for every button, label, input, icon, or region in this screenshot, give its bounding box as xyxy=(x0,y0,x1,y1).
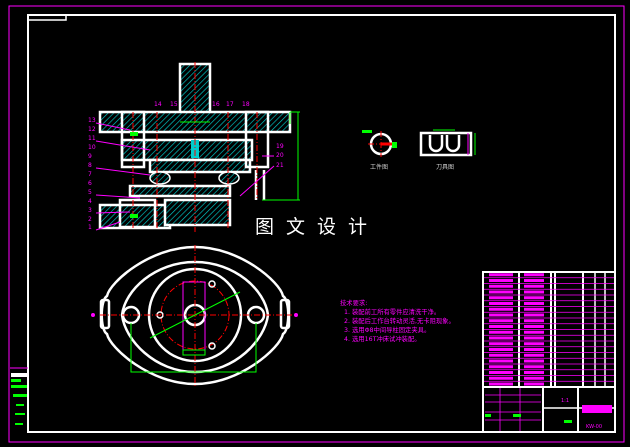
parts-list-cell xyxy=(489,290,513,294)
part-label: 21 xyxy=(276,162,284,169)
parts-list-cell xyxy=(524,319,544,323)
part-label: 15 xyxy=(170,101,178,108)
parts-list-cell xyxy=(489,330,513,334)
part-label: 13 xyxy=(88,117,96,124)
parts-list-cell xyxy=(489,302,513,305)
side-strip xyxy=(10,367,28,425)
parts-list-cell xyxy=(524,371,544,374)
requirements-title: 技术要求: xyxy=(340,298,367,307)
watermark-title: 图文设计 xyxy=(255,216,379,238)
tool-view xyxy=(419,129,476,157)
part-label: 20 xyxy=(276,152,284,159)
parts-list-cell xyxy=(524,279,544,282)
parts-list-cell xyxy=(524,325,544,328)
part-label: 2 xyxy=(88,216,92,223)
part-label: 4 xyxy=(88,198,92,205)
part-label: 11 xyxy=(88,135,96,142)
workpiece-view xyxy=(362,130,397,157)
parts-list-cell xyxy=(489,359,513,363)
parts-list-cell xyxy=(524,359,544,363)
parts-list-cell xyxy=(524,313,544,317)
part-label: 16 xyxy=(212,101,220,108)
parts-list-cell xyxy=(524,307,544,311)
part-label: 8 xyxy=(88,162,92,169)
parts-list-cell xyxy=(524,382,544,386)
parts-list-cell xyxy=(489,365,513,369)
parts-list-cell xyxy=(524,348,544,351)
parts-list-cell xyxy=(489,353,513,357)
outer-frame xyxy=(8,5,625,443)
part-label: 1 xyxy=(88,224,92,231)
parts-list-cell xyxy=(489,336,513,340)
part-labels: 13 12 11 10 9 8 7 6 5 4 3 2 1 14 15 16 1… xyxy=(88,101,284,231)
parts-list-cell xyxy=(489,279,513,282)
technical-requirements: 技术要求: 1. 装配前工所有零件应清洗干净。 2. 装配后工作台转动灵活,无卡… xyxy=(340,298,455,343)
requirement-item: 4. 选用16T冲床试冲装配。 xyxy=(344,334,421,343)
parts-list-cell xyxy=(524,342,544,346)
parts-list-cell xyxy=(489,371,513,374)
parts-list-cell xyxy=(524,376,544,380)
parts-list-cell xyxy=(524,290,544,294)
parts-list-cell xyxy=(524,336,544,340)
requirement-item: 3. 选用Φ8中间导柱固定夹具。 xyxy=(344,325,430,334)
part-label: 5 xyxy=(88,189,92,196)
part-label: 18 xyxy=(242,101,250,108)
scale-value: 1:1 xyxy=(561,398,569,404)
plan-view xyxy=(91,245,298,386)
parts-list-cell xyxy=(489,313,513,317)
part-label: 14 xyxy=(154,101,162,108)
parts-list-cell xyxy=(489,307,513,311)
parts-list-cell xyxy=(524,284,544,288)
part-label: 3 xyxy=(88,207,92,214)
parts-list-cell xyxy=(524,302,544,305)
part-label: 6 xyxy=(88,180,92,187)
parts-list-cell xyxy=(524,353,544,357)
title-block: 1:1 KW-00 xyxy=(482,386,616,433)
part-label: 12 xyxy=(88,126,96,133)
part-label: 17 xyxy=(226,101,234,108)
part-label: 9 xyxy=(88,153,92,160)
requirement-item: 1. 装配前工所有零件应清洗干净。 xyxy=(344,307,440,316)
parts-list-cell xyxy=(524,330,544,334)
parts-list-cell xyxy=(489,382,513,386)
requirement-item: 2. 装配后工作台转动灵活,无卡阻现象。 xyxy=(344,316,455,325)
tool-caption: 刀具图 xyxy=(436,164,454,171)
corner-box xyxy=(27,14,67,21)
part-label: 7 xyxy=(88,171,92,178)
inner-border xyxy=(27,14,616,433)
parts-list-cell xyxy=(489,342,513,346)
parts-list-cell xyxy=(524,296,544,300)
section-view xyxy=(98,62,300,232)
parts-list-cell xyxy=(524,273,544,277)
parts-list-cell xyxy=(489,319,513,323)
workpiece-caption: 工件图 xyxy=(370,163,388,171)
drawing-number: KW-00 xyxy=(586,424,602,430)
parts-list-cell xyxy=(524,365,544,369)
parts-list-cell xyxy=(489,296,513,300)
parts-list-cell xyxy=(489,325,513,328)
parts-list-cell xyxy=(489,348,513,351)
part-label: 10 xyxy=(88,144,96,151)
parts-list xyxy=(482,271,616,388)
parts-list-cell xyxy=(489,376,513,380)
parts-list-cell xyxy=(489,284,513,288)
parts-list-cell xyxy=(489,273,513,277)
part-label: 19 xyxy=(276,143,284,150)
